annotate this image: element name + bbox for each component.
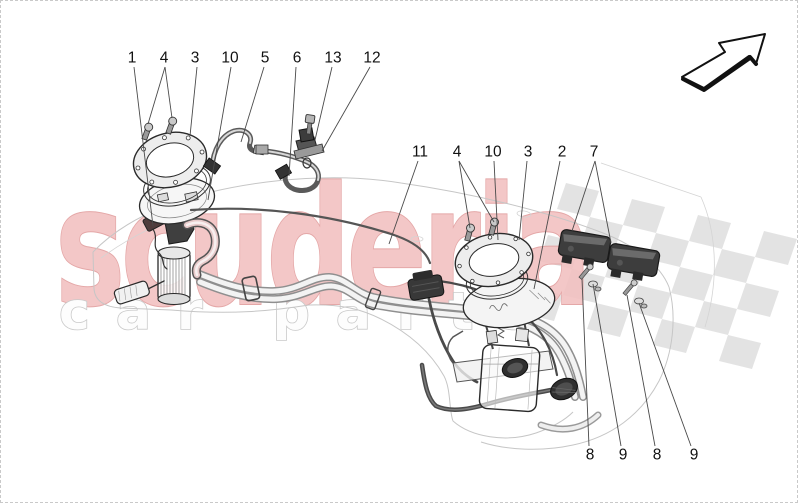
- leader-line: [458, 160, 471, 229]
- leader-line: [388, 160, 419, 245]
- leader-line: [240, 66, 265, 143]
- flag-checker-cell: [587, 303, 629, 337]
- leader-line: [594, 160, 612, 244]
- module-screw: [622, 279, 638, 296]
- part-callout-5: 5: [261, 50, 270, 67]
- control-module-left: [557, 229, 612, 267]
- leader-line: [592, 283, 622, 447]
- pipe-clamp: [241, 275, 261, 302]
- control-module-right: [606, 243, 661, 281]
- module-nut: [640, 303, 648, 309]
- part-callout-3: 3: [191, 50, 200, 67]
- leader-line: [314, 66, 333, 141]
- flag-checker-cell: [689, 215, 731, 249]
- part-callouts: 1 4 3 10 5 6 13 12 11 4 10 3 2 7 8 9 8 9: [128, 50, 699, 464]
- fuel-level-float: [113, 280, 150, 305]
- pump-wire-left: [152, 228, 168, 270]
- module-nut: [594, 286, 602, 292]
- flange-ring-right: [454, 232, 534, 288]
- leader-line: [626, 294, 656, 447]
- flag-checker-cell: [629, 285, 671, 319]
- leader-line: [164, 66, 173, 119]
- part-callout-1: 1: [128, 50, 137, 67]
- part-callout-7: 7: [590, 144, 599, 161]
- fuel-pump-module-right: [447, 217, 578, 413]
- leader-line: [189, 66, 198, 137]
- pressure-sensor: [293, 114, 325, 160]
- part-callout-10: 10: [221, 50, 239, 67]
- flag-checker-cell: [755, 231, 797, 265]
- sensor-screw: [304, 114, 316, 135]
- module-screw: [578, 263, 594, 280]
- fuel-pump-module-left: [113, 116, 216, 306]
- leader-line: [518, 160, 528, 241]
- part-callout-4: 4: [453, 144, 462, 161]
- harness-connector: [407, 270, 445, 301]
- flange-ring-left: [132, 131, 208, 189]
- pump-canister-right: [478, 343, 541, 413]
- leader-line: [147, 66, 166, 125]
- leader-line: [207, 66, 232, 201]
- flag-checker-cell: [719, 335, 761, 369]
- leader-line: [493, 160, 499, 241]
- part-callout-13: 13: [324, 50, 341, 67]
- part-callout-6: 6: [293, 50, 302, 67]
- leader-line: [571, 160, 596, 232]
- flange-screw: [464, 223, 475, 242]
- flange-screw: [141, 122, 154, 141]
- leader-line: [458, 160, 495, 223]
- flag-checker-cell: [737, 283, 779, 317]
- part-callout-8: 8: [586, 447, 595, 464]
- part-callout-4: 4: [160, 50, 169, 67]
- flag-checker-cell: [713, 249, 755, 283]
- part-callout-11: 11: [412, 144, 428, 161]
- leader-line: [321, 66, 371, 152]
- rubber-cap: [501, 358, 529, 378]
- flag-checker-cell: [557, 183, 599, 217]
- leader-line: [533, 160, 561, 290]
- part-callout-3: 3: [524, 144, 533, 161]
- leader-line: [133, 66, 154, 227]
- part-callout-12: 12: [363, 50, 380, 67]
- part-callout-2: 2: [558, 144, 567, 161]
- flag-checker-cell: [671, 267, 713, 301]
- flange-screw: [165, 116, 178, 135]
- flag-checker-cell: [695, 301, 737, 335]
- hose-clamp: [302, 157, 312, 169]
- rubber-cap: [550, 377, 578, 401]
- leader-line: [638, 302, 692, 447]
- direction-arrow: [681, 33, 766, 92]
- flag-checker-cell: [623, 199, 665, 233]
- leader-line: [288, 66, 297, 177]
- pump-canister-left: [157, 246, 191, 306]
- part-callout-9: 9: [690, 447, 699, 464]
- leader-line: [581, 278, 590, 447]
- hose-fitting: [255, 144, 269, 155]
- pipe-clamp: [364, 287, 382, 311]
- fuel-lines: [193, 269, 602, 433]
- pump-hose-left: [182, 218, 220, 280]
- part-callout-8: 8: [653, 447, 662, 464]
- part-callout-9: 9: [619, 447, 628, 464]
- part-callout-10: 10: [484, 144, 502, 161]
- flag-checker-cell: [653, 319, 695, 353]
